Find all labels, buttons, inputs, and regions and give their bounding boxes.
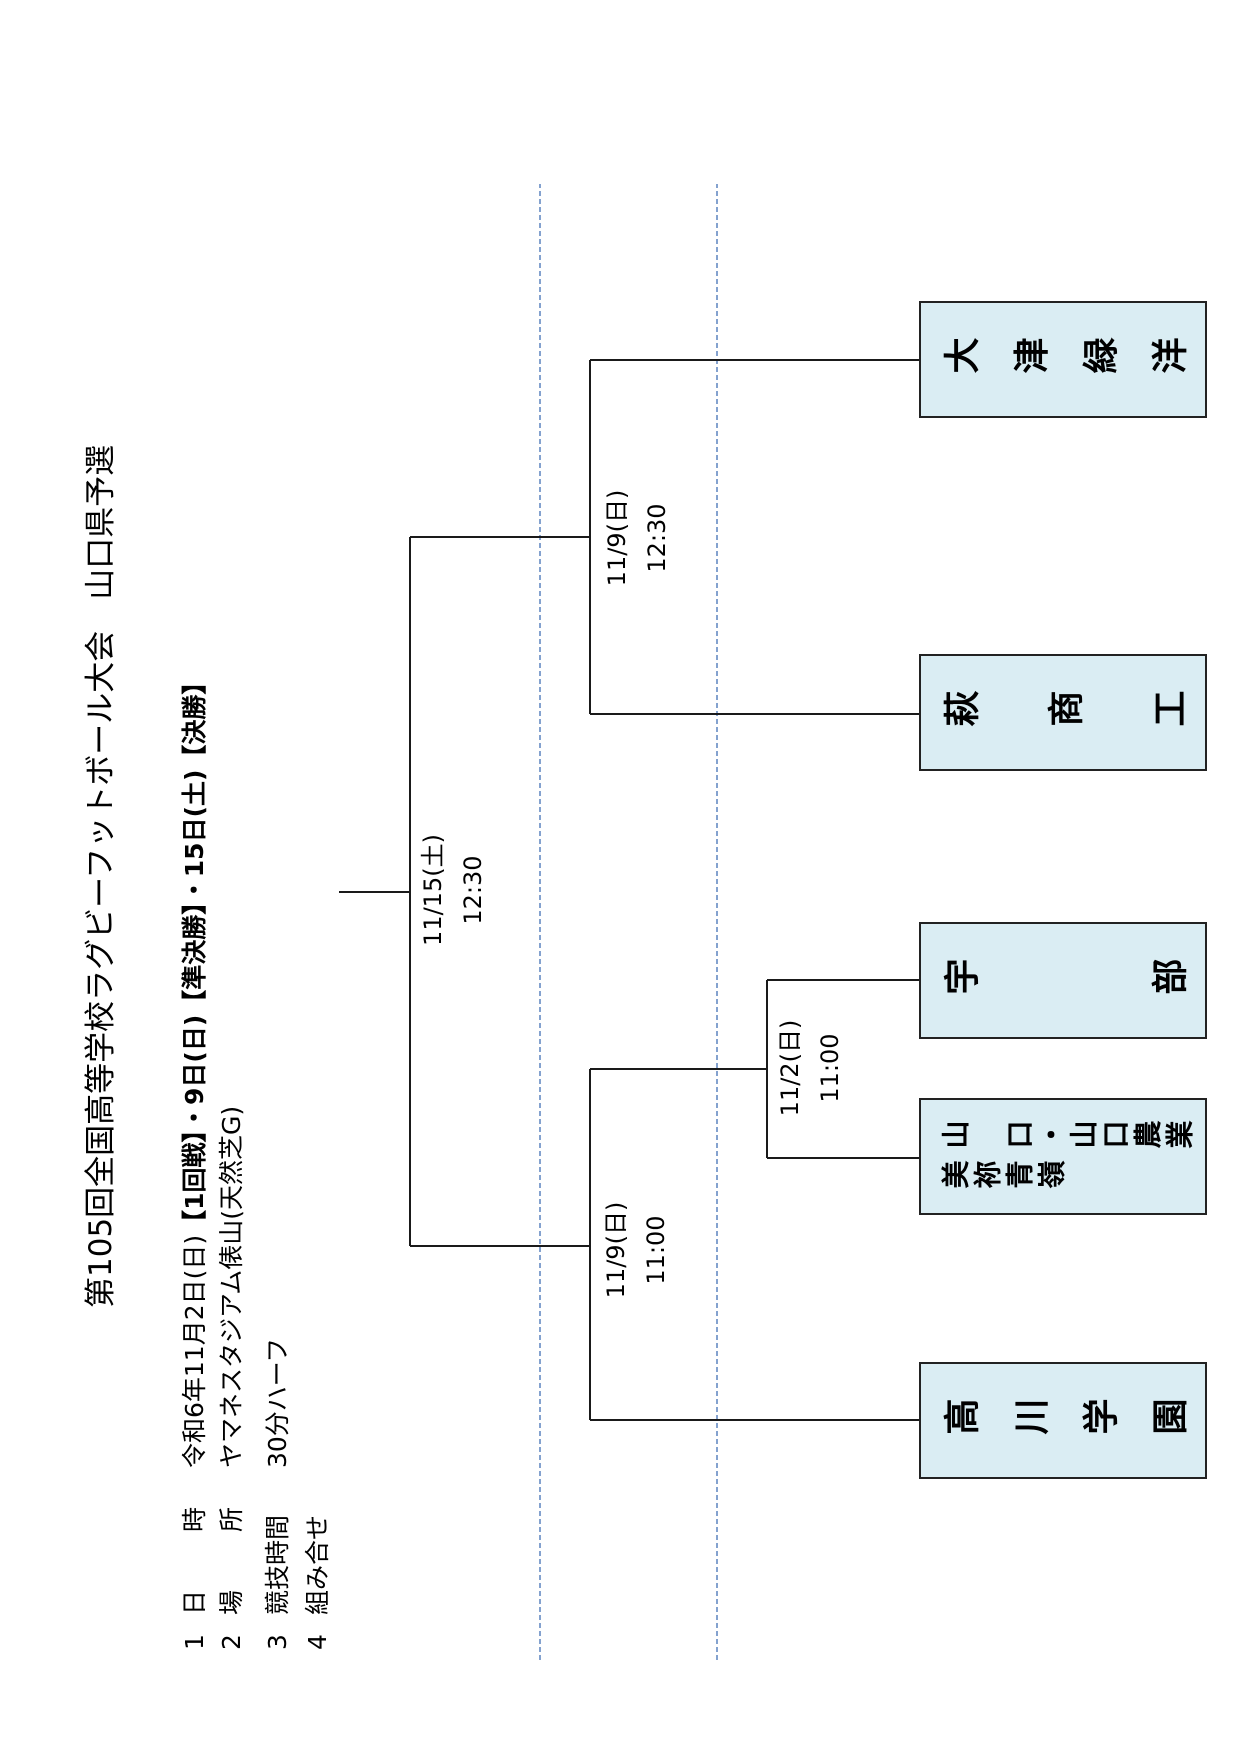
- info-value: 30分ハーフ: [263, 1337, 292, 1468]
- match-date: 11/2(日): [776, 1019, 804, 1117]
- team-box-otsu: 大津緑洋: [919, 301, 1207, 418]
- label-char: 時: [180, 1507, 209, 1533]
- match-label: 11/9(日) 12:30: [597, 438, 677, 638]
- info-label: 競技時間: [263, 1514, 292, 1615]
- match-date: 11/15(土): [419, 834, 447, 946]
- team-name: 宇部: [943, 959, 1187, 1001]
- match-label: 11/15(土) 12:30: [413, 790, 493, 990]
- match-time: 12:30: [459, 855, 487, 925]
- info-number: 3: [263, 1634, 292, 1650]
- team-name: 高川学園: [943, 1399, 1187, 1441]
- team-name: 山 口・山口農業: [941, 1119, 1197, 1153]
- info-label: 組み合せ: [303, 1514, 332, 1615]
- info-number: 2: [217, 1634, 246, 1650]
- match-label: 11/9(日) 11:00: [596, 1150, 676, 1350]
- team-name: 萩商工: [943, 691, 1187, 733]
- match-label: 11/2(日) 11:00: [770, 968, 850, 1168]
- match-date: 11/9(日): [603, 489, 631, 587]
- page-title: 第105回全国高等学校ラグビーフットボール大会 山口県予選: [83, 444, 119, 1308]
- label-char: 場: [217, 1589, 246, 1615]
- date-value: 令和6年11月2日(日): [180, 1234, 209, 1468]
- info-value: 令和6年11月2日(日)【1回戦】・9日(日)【準決勝】・15日(土)【決勝】: [178, 670, 212, 1468]
- round-dates: 【1回戦】・9日(日)【準決勝】・15日(土)【決勝】: [180, 669, 209, 1235]
- info-number: 4: [303, 1634, 332, 1650]
- info-number: 1: [180, 1634, 209, 1650]
- info-value: ヤマネスタジアム俵山(天然芝G): [217, 1105, 246, 1468]
- team-box-mine-yamaguchi: 山 口・山口農業 美祢青嶺: [919, 1098, 1207, 1215]
- label-char: 所: [217, 1507, 246, 1533]
- team-box-hagi: 萩商工: [919, 654, 1207, 771]
- match-time: 12:30: [643, 503, 671, 573]
- info-label: 日時: [178, 1507, 212, 1615]
- match-time: 11:00: [642, 1215, 670, 1285]
- team-box-takagawa: 高川学園: [919, 1362, 1207, 1479]
- match-date: 11/9(日): [602, 1201, 630, 1299]
- team-name: 大津緑洋: [943, 338, 1187, 380]
- info-label: 場所: [215, 1507, 249, 1615]
- match-time: 11:00: [816, 1033, 844, 1103]
- team-box-ube: 宇部: [919, 922, 1207, 1039]
- team-name: 美祢青嶺: [941, 1159, 1069, 1193]
- label-char: 日: [180, 1589, 209, 1615]
